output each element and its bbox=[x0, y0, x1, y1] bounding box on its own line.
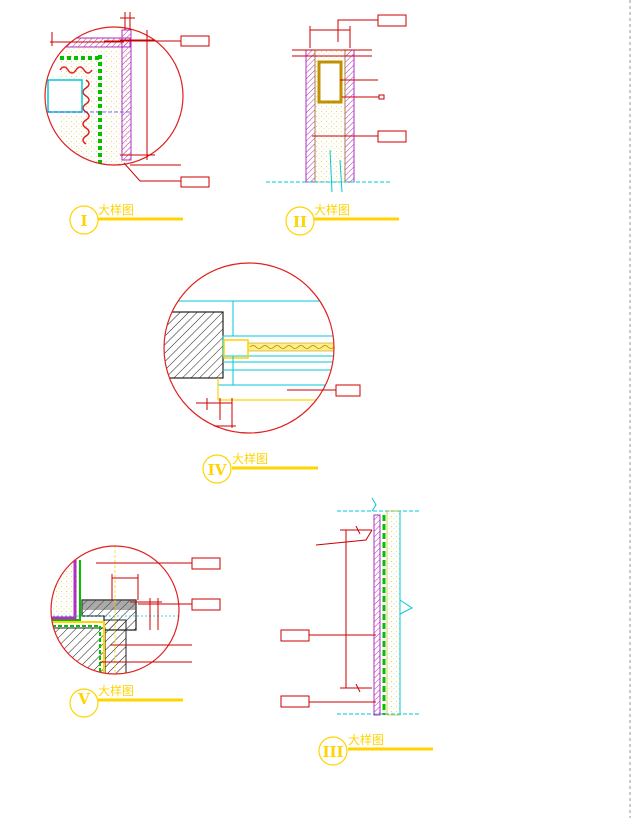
detail-iv-numeral: IV bbox=[208, 461, 227, 479]
detail-ii-numeral: II bbox=[293, 213, 307, 231]
detail-ii-tag-1 bbox=[377, 14, 407, 27]
detail-i-tag-2 bbox=[180, 176, 210, 188]
detail-v: V 大样图 bbox=[50, 545, 221, 718]
detail-iii-tag-2 bbox=[280, 695, 310, 708]
detail-iv-label: 大样图 bbox=[232, 451, 268, 466]
detail-iii-number-circle bbox=[318, 736, 348, 766]
detail-v-label: 大样图 bbox=[98, 683, 134, 698]
detail-iii-tag-1 bbox=[280, 629, 310, 642]
detail-v-number-circle bbox=[69, 688, 99, 718]
detail-ii-label: 大样图 bbox=[314, 202, 350, 217]
detail-i-callout-circle bbox=[44, 26, 184, 166]
detail-iii-label: 大样图 bbox=[348, 732, 384, 747]
detail-v-tag-2 bbox=[191, 598, 221, 611]
detail-v-callout-circle bbox=[50, 545, 180, 675]
detail-v-tag-1 bbox=[191, 557, 221, 570]
detail-iii-numeral: III bbox=[322, 743, 343, 761]
detail-iv-tag bbox=[335, 384, 361, 397]
detail-ii-number-circle bbox=[285, 206, 315, 236]
detail-ii-tag-small bbox=[378, 94, 385, 100]
detail-iv: IV 大样图 bbox=[163, 262, 361, 484]
detail-i-tag-1 bbox=[180, 35, 210, 47]
detail-ii: II 大样图 bbox=[266, 14, 407, 236]
detail-v-numeral: V bbox=[77, 690, 90, 708]
detail-ii-tag-2 bbox=[377, 130, 407, 143]
detail-iv-number-circle bbox=[202, 454, 232, 484]
detail-i: I 大样图 bbox=[44, 12, 210, 235]
detail-i-numeral: I bbox=[80, 212, 87, 230]
detail-i-label: 大样图 bbox=[98, 202, 134, 217]
detail-iv-callout-circle bbox=[163, 262, 335, 434]
detail-iii: III 大样图 bbox=[280, 497, 433, 766]
